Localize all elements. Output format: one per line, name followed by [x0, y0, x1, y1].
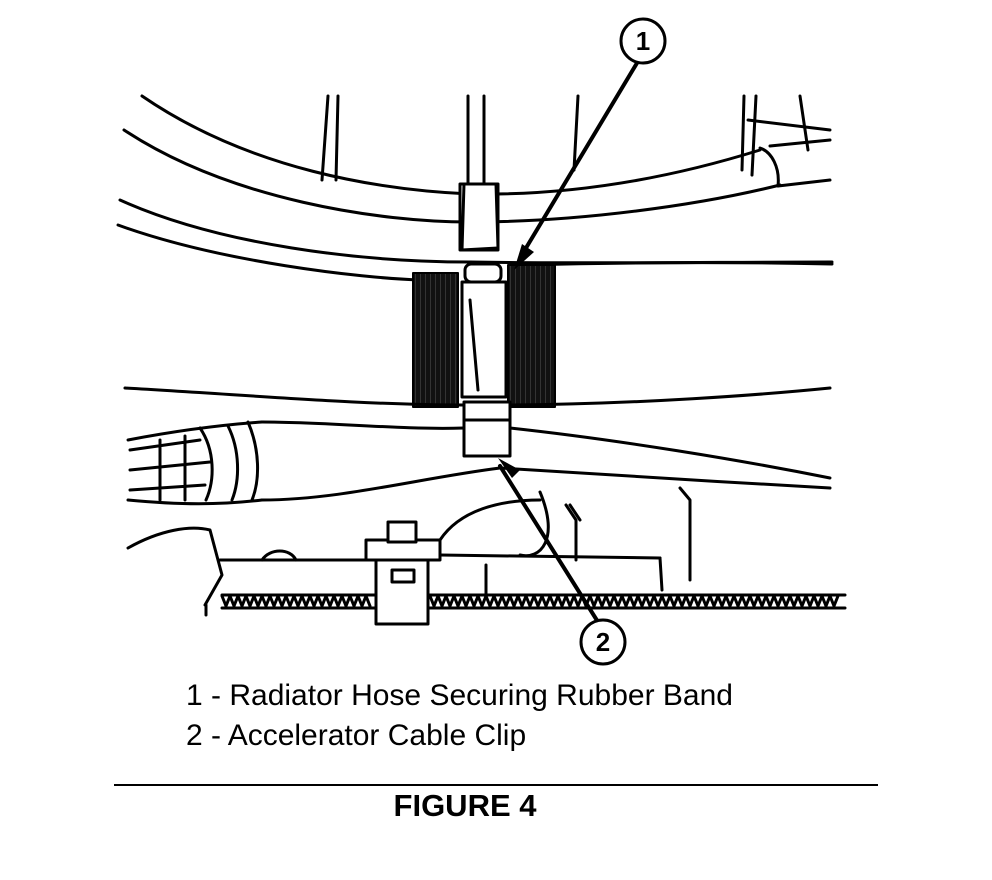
- legend-item-2: 2 - Accelerator Cable Clip: [186, 719, 527, 752]
- rubber-band-left: [412, 272, 459, 408]
- legend-item-1: 1 - Radiator Hose Securing Rubber Band: [186, 679, 733, 712]
- callout-2: 2: [579, 618, 627, 666]
- leader-line-1: [518, 56, 642, 260]
- rubber-band-right: [507, 264, 556, 408]
- engine-components: [126, 486, 847, 626]
- divider: [114, 784, 878, 786]
- leader-arrow-1: [514, 244, 534, 270]
- callout-2-number: 2: [596, 627, 610, 657]
- callout-1-number: 1: [636, 26, 650, 56]
- strap: [458, 182, 508, 399]
- callout-1: 1: [619, 17, 667, 65]
- legend: 1 - Radiator Hose Securing Rubber Band 2…: [186, 676, 733, 756]
- upper-hose: [116, 94, 834, 282]
- cable-clip: [462, 400, 512, 458]
- leader-line-2: [498, 464, 600, 624]
- figure-caption: FIGURE 4: [393, 788, 537, 823]
- lower-hose: [123, 386, 832, 506]
- leader-arrow-2: [498, 458, 520, 478]
- background-rods: [320, 94, 832, 187]
